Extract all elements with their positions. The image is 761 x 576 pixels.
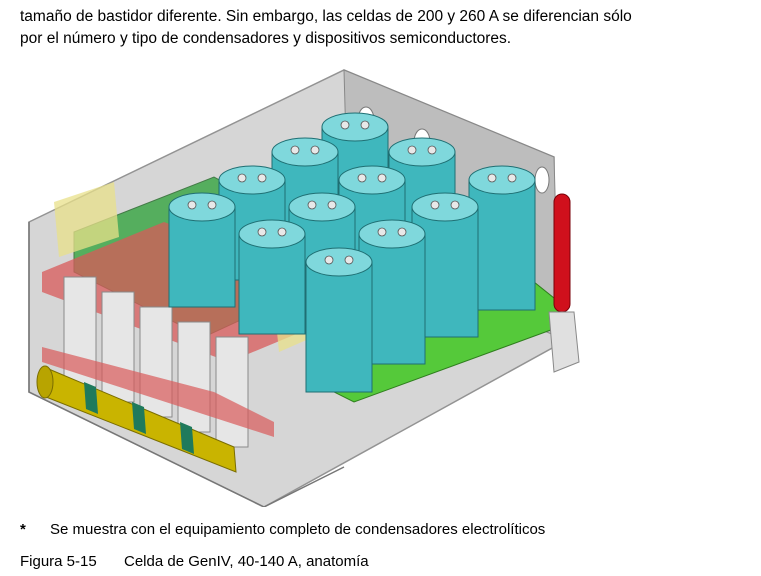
figure-caption: Figura 5-15 Celda de GenIV, 40-140 A, an… — [20, 552, 369, 572]
note-text: Se muestra con el equipamiento completo … — [50, 521, 546, 538]
body-paragraph: tamaño de bastidor diferente. Sin embarg… — [20, 6, 750, 50]
caption-text: Celda de GenIV, 40-140 A, anatomía — [124, 553, 369, 570]
cell-anatomy-illustration — [28, 69, 580, 507]
paragraph-line-1: tamaño de bastidor diferente. Sin embarg… — [20, 8, 632, 25]
capacitor — [305, 247, 373, 393]
module — [177, 321, 211, 433]
yellow-cover-left — [54, 182, 119, 257]
discharge-resistor — [36, 365, 237, 473]
electrolytic-capacitors — [168, 112, 536, 393]
busbar-lower — [42, 347, 274, 437]
capacitor — [468, 165, 536, 311]
capacitor — [168, 192, 236, 308]
caption-number: Figura 5-15 — [20, 553, 97, 570]
enclosure-front-edge — [28, 222, 345, 507]
red-lifting-handle — [548, 193, 580, 373]
module — [215, 336, 249, 448]
note-marker: * — [20, 521, 26, 538]
capacitor — [238, 219, 306, 335]
mounting-hole — [534, 166, 550, 194]
capacitor-terminals — [187, 120, 517, 265]
figure-note: * Se muestra con el equipamiento complet… — [20, 520, 545, 540]
paragraph-line-2: por el número y tipo de condensadores y … — [20, 30, 512, 47]
